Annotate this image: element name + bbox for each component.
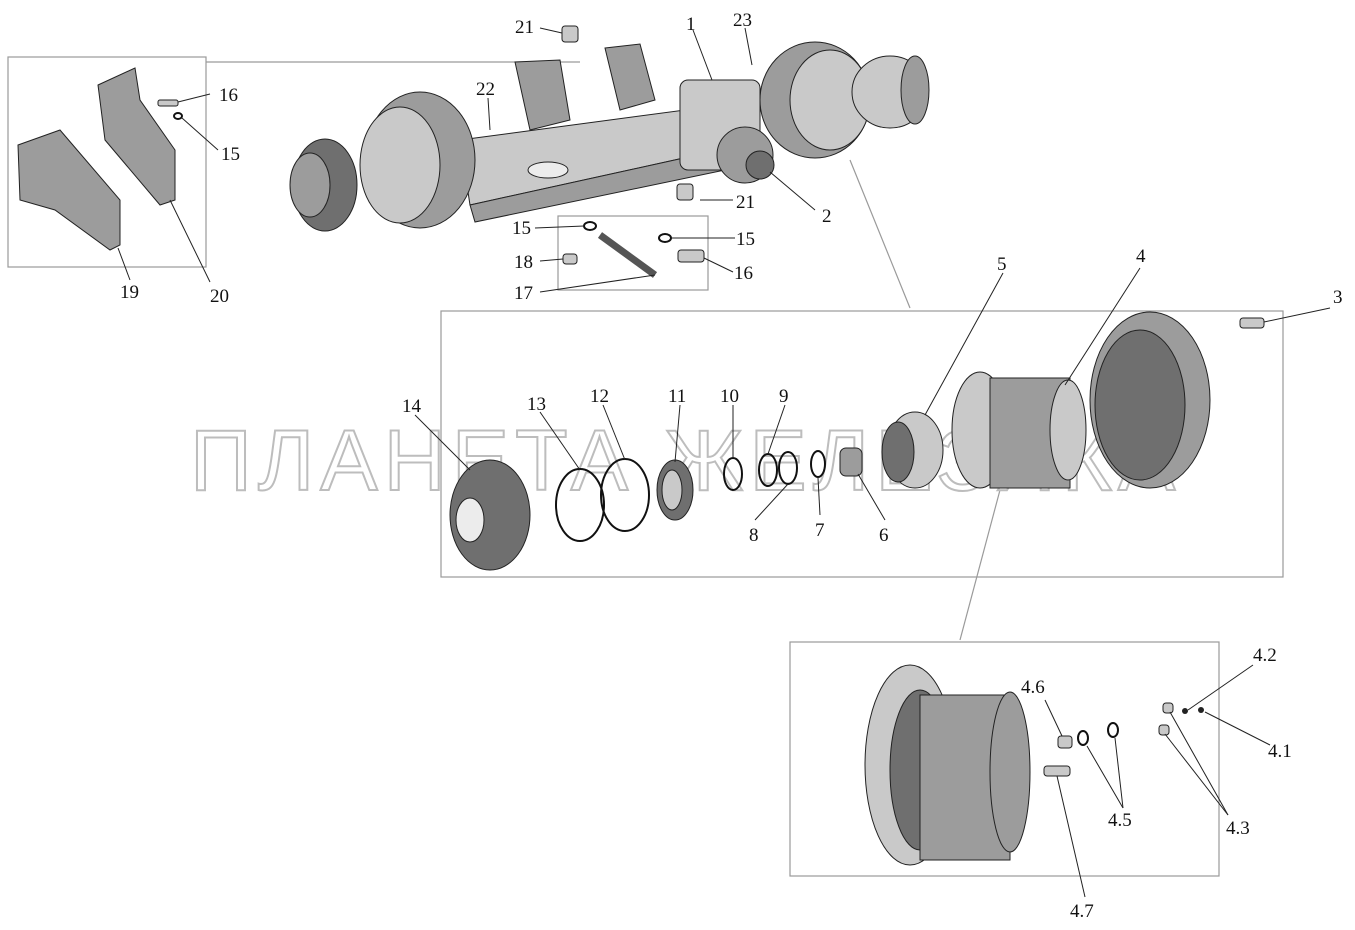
housing-detail bbox=[864, 664, 1204, 866]
callout-15-right: 15 bbox=[736, 229, 755, 250]
washer-4-5b bbox=[1107, 722, 1119, 738]
bracket-20 bbox=[97, 67, 176, 206]
callout-19: 19 bbox=[120, 282, 139, 303]
o-ring-13 bbox=[555, 468, 605, 542]
bracket-detail-frame bbox=[7, 56, 207, 268]
callout-21-top: 21 bbox=[515, 17, 534, 38]
callout-4: 4 bbox=[1136, 246, 1146, 267]
callout-16-bracket: 16 bbox=[219, 85, 238, 106]
bolt-detail bbox=[562, 221, 705, 278]
callout-6: 6 bbox=[879, 525, 889, 546]
callout-12: 12 bbox=[590, 386, 609, 407]
callout-4-5: 4.5 bbox=[1108, 810, 1132, 831]
callout-5: 5 bbox=[997, 254, 1007, 275]
bearing-11-inner bbox=[661, 469, 683, 511]
bushing-18 bbox=[562, 253, 578, 265]
suspension-bracket-right bbox=[604, 43, 656, 111]
callout-14: 14 bbox=[402, 396, 422, 417]
washer-15-small bbox=[173, 112, 183, 120]
callout-4-1: 4.1 bbox=[1268, 741, 1292, 762]
callout-15-bracket: 15 bbox=[221, 144, 240, 165]
callout-4-6: 4.6 bbox=[1021, 677, 1045, 698]
callout-7: 7 bbox=[815, 520, 825, 541]
right-hub-end bbox=[900, 55, 930, 125]
bolt-16-body bbox=[677, 249, 705, 263]
sleeve-4-3b bbox=[1158, 724, 1170, 736]
bolt-3 bbox=[1239, 317, 1265, 329]
cap-21-bottom bbox=[676, 183, 694, 201]
callout-9: 9 bbox=[779, 386, 789, 407]
ball-4-2 bbox=[1182, 708, 1188, 714]
wheel-hub-14-bore bbox=[455, 497, 485, 543]
callout-22: 22 bbox=[476, 79, 495, 100]
axle-assembly bbox=[289, 25, 930, 232]
bolt-detail-frame bbox=[557, 215, 709, 291]
bolt-4-7 bbox=[1043, 765, 1071, 777]
washer-4-5a bbox=[1077, 730, 1089, 746]
callout-4-2: 4.2 bbox=[1253, 645, 1277, 666]
callout-21-bottom: 21 bbox=[736, 192, 755, 213]
frame-link-housing bbox=[959, 489, 1001, 641]
callout-1: 1 bbox=[686, 14, 696, 35]
callout-15-left: 15 bbox=[512, 218, 531, 239]
hub-assembly-frame bbox=[440, 310, 1284, 578]
ring-gear-5-inner bbox=[881, 421, 915, 483]
pin-17-shaft bbox=[597, 232, 658, 278]
callout-18: 18 bbox=[514, 252, 533, 273]
sleeve-4-3a bbox=[1162, 702, 1174, 714]
hub-assembly bbox=[449, 311, 1265, 571]
bolt-16-small bbox=[157, 99, 179, 107]
callout-4-7: 4.7 bbox=[1070, 901, 1094, 922]
callout-13: 13 bbox=[527, 394, 546, 415]
hub-carrier-4-end bbox=[1049, 379, 1087, 481]
callout-10: 10 bbox=[720, 386, 739, 407]
left-hub-face bbox=[289, 152, 331, 218]
callout-11: 11 bbox=[668, 386, 686, 407]
cap-21-top bbox=[561, 25, 579, 43]
callout-20: 20 bbox=[210, 286, 229, 307]
housing-detail-frame bbox=[789, 641, 1220, 877]
housing-end bbox=[989, 691, 1031, 853]
callout-23: 23 bbox=[733, 10, 752, 31]
callout-3: 3 bbox=[1333, 287, 1343, 308]
left-brake-drum-face bbox=[359, 106, 441, 224]
leader-lines bbox=[117, 27, 1331, 898]
sun-gear-6 bbox=[839, 447, 863, 477]
callout-labels: 21 1 23 22 21 2 16 15 19 20 15 15 18 16 … bbox=[120, 10, 1343, 922]
suspension-bracket-left bbox=[514, 59, 571, 131]
washer-15-right bbox=[658, 233, 672, 243]
callout-4-3: 4.3 bbox=[1226, 818, 1250, 839]
retaining-ring-7 bbox=[810, 450, 826, 478]
bracket-19 bbox=[17, 129, 121, 251]
washer-15-left bbox=[583, 221, 597, 231]
plug-4-6 bbox=[1057, 735, 1073, 749]
callout-2: 2 bbox=[822, 206, 832, 227]
callout-8: 8 bbox=[749, 525, 759, 546]
ball-4-1 bbox=[1198, 707, 1204, 713]
callout-17: 17 bbox=[514, 283, 533, 304]
drive-flange-center bbox=[745, 150, 775, 180]
frame-link-hub bbox=[849, 159, 911, 309]
brake-drum-inner bbox=[1094, 329, 1186, 481]
callout-16-bolt: 16 bbox=[734, 263, 753, 284]
beam-opening bbox=[527, 161, 569, 179]
bracket-detail bbox=[17, 67, 183, 251]
